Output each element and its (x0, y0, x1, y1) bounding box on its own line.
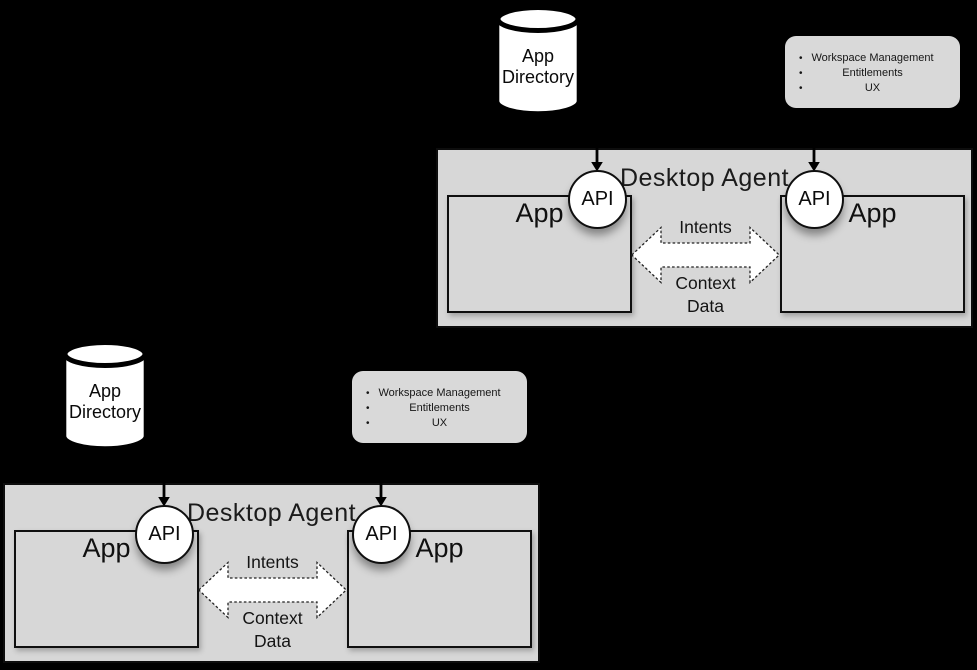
callout-item: • Workspace Management (785, 51, 960, 66)
app-label: App (848, 198, 897, 228)
callout-item: • UX (785, 81, 960, 96)
app-label: App (415, 533, 464, 563)
app-box-left: App (14, 530, 199, 648)
context-data-label: Context Data (631, 272, 780, 318)
app-directory-label-line2: Directory (68, 402, 141, 422)
callout-item-label: Workspace Management (378, 387, 501, 399)
app-directory-connection-arrow-left (158, 483, 170, 507)
context-label-line2: Data (254, 631, 291, 651)
bullet-icon: • (366, 418, 370, 429)
database-cylinder-icon (495, 5, 581, 114)
capabilities-callout: • Workspace Management • Entitlements • … (785, 36, 960, 108)
api-circle-left: API (135, 505, 194, 564)
callout-item-label: UX (431, 417, 448, 429)
app-directory-label: App Directory (62, 381, 148, 423)
bullet-icon: • (799, 83, 803, 94)
app-label: App (82, 533, 131, 563)
bidirectional-arrow-icon (198, 561, 347, 619)
context-label-line1: Context (675, 273, 736, 293)
api-label: API (365, 523, 398, 545)
app-directory-label-line1: App (88, 381, 122, 401)
callout-item-label: Workspace Management (811, 52, 934, 64)
api-label: API (798, 188, 831, 210)
app-directory-connection-arrow-right (375, 483, 387, 507)
app-directory-label-line1: App (521, 46, 555, 66)
callout-item-label: UX (864, 82, 881, 94)
desktop-agent-diagram-top-right: App Directory • Workspace Management • E… (433, 0, 977, 335)
api-label: API (581, 188, 614, 210)
app-label: App (515, 198, 564, 228)
desktop-agent-title: Desktop Agent (619, 164, 790, 192)
app-directory-database-icon: App Directory (495, 5, 581, 115)
callout-item: • UX (352, 416, 527, 431)
api-circle-right: API (785, 170, 844, 229)
api-label: API (148, 523, 181, 545)
app-directory-connection-arrow-right (808, 148, 820, 172)
callout-item-label: Entitlements (409, 402, 470, 414)
bullet-icon: • (799, 68, 803, 79)
database-cylinder-icon (62, 340, 148, 449)
callout-item-label: Entitlements (842, 67, 903, 79)
context-data-label: Context Data (198, 607, 347, 653)
intents-label: Intents (679, 217, 732, 237)
api-circle-right: API (352, 505, 411, 564)
bullet-icon: • (366, 388, 370, 399)
callout-item: • Entitlements (352, 401, 527, 416)
intents-label: Intents (246, 552, 299, 572)
desktop-agent-title: Desktop Agent (186, 499, 357, 527)
callout-item: • Workspace Management (352, 386, 527, 401)
callout-item: • Entitlements (785, 66, 960, 81)
app-directory-label-line2: Directory (501, 67, 574, 87)
app-directory-connection-arrow-left (591, 148, 603, 172)
bullet-icon: • (799, 53, 803, 64)
bidirectional-arrow-icon (631, 226, 780, 284)
api-circle-left: API (568, 170, 627, 229)
app-directory-label: App Directory (495, 46, 581, 88)
context-label-line1: Context (242, 608, 303, 628)
app-directory-database-icon: App Directory (62, 340, 148, 450)
context-label-line2: Data (687, 296, 724, 316)
capabilities-callout: • Workspace Management • Entitlements • … (352, 371, 527, 443)
bullet-icon: • (366, 403, 370, 414)
desktop-agent-diagram-bottom-left: App Directory • Workspace Management • E… (0, 335, 545, 670)
